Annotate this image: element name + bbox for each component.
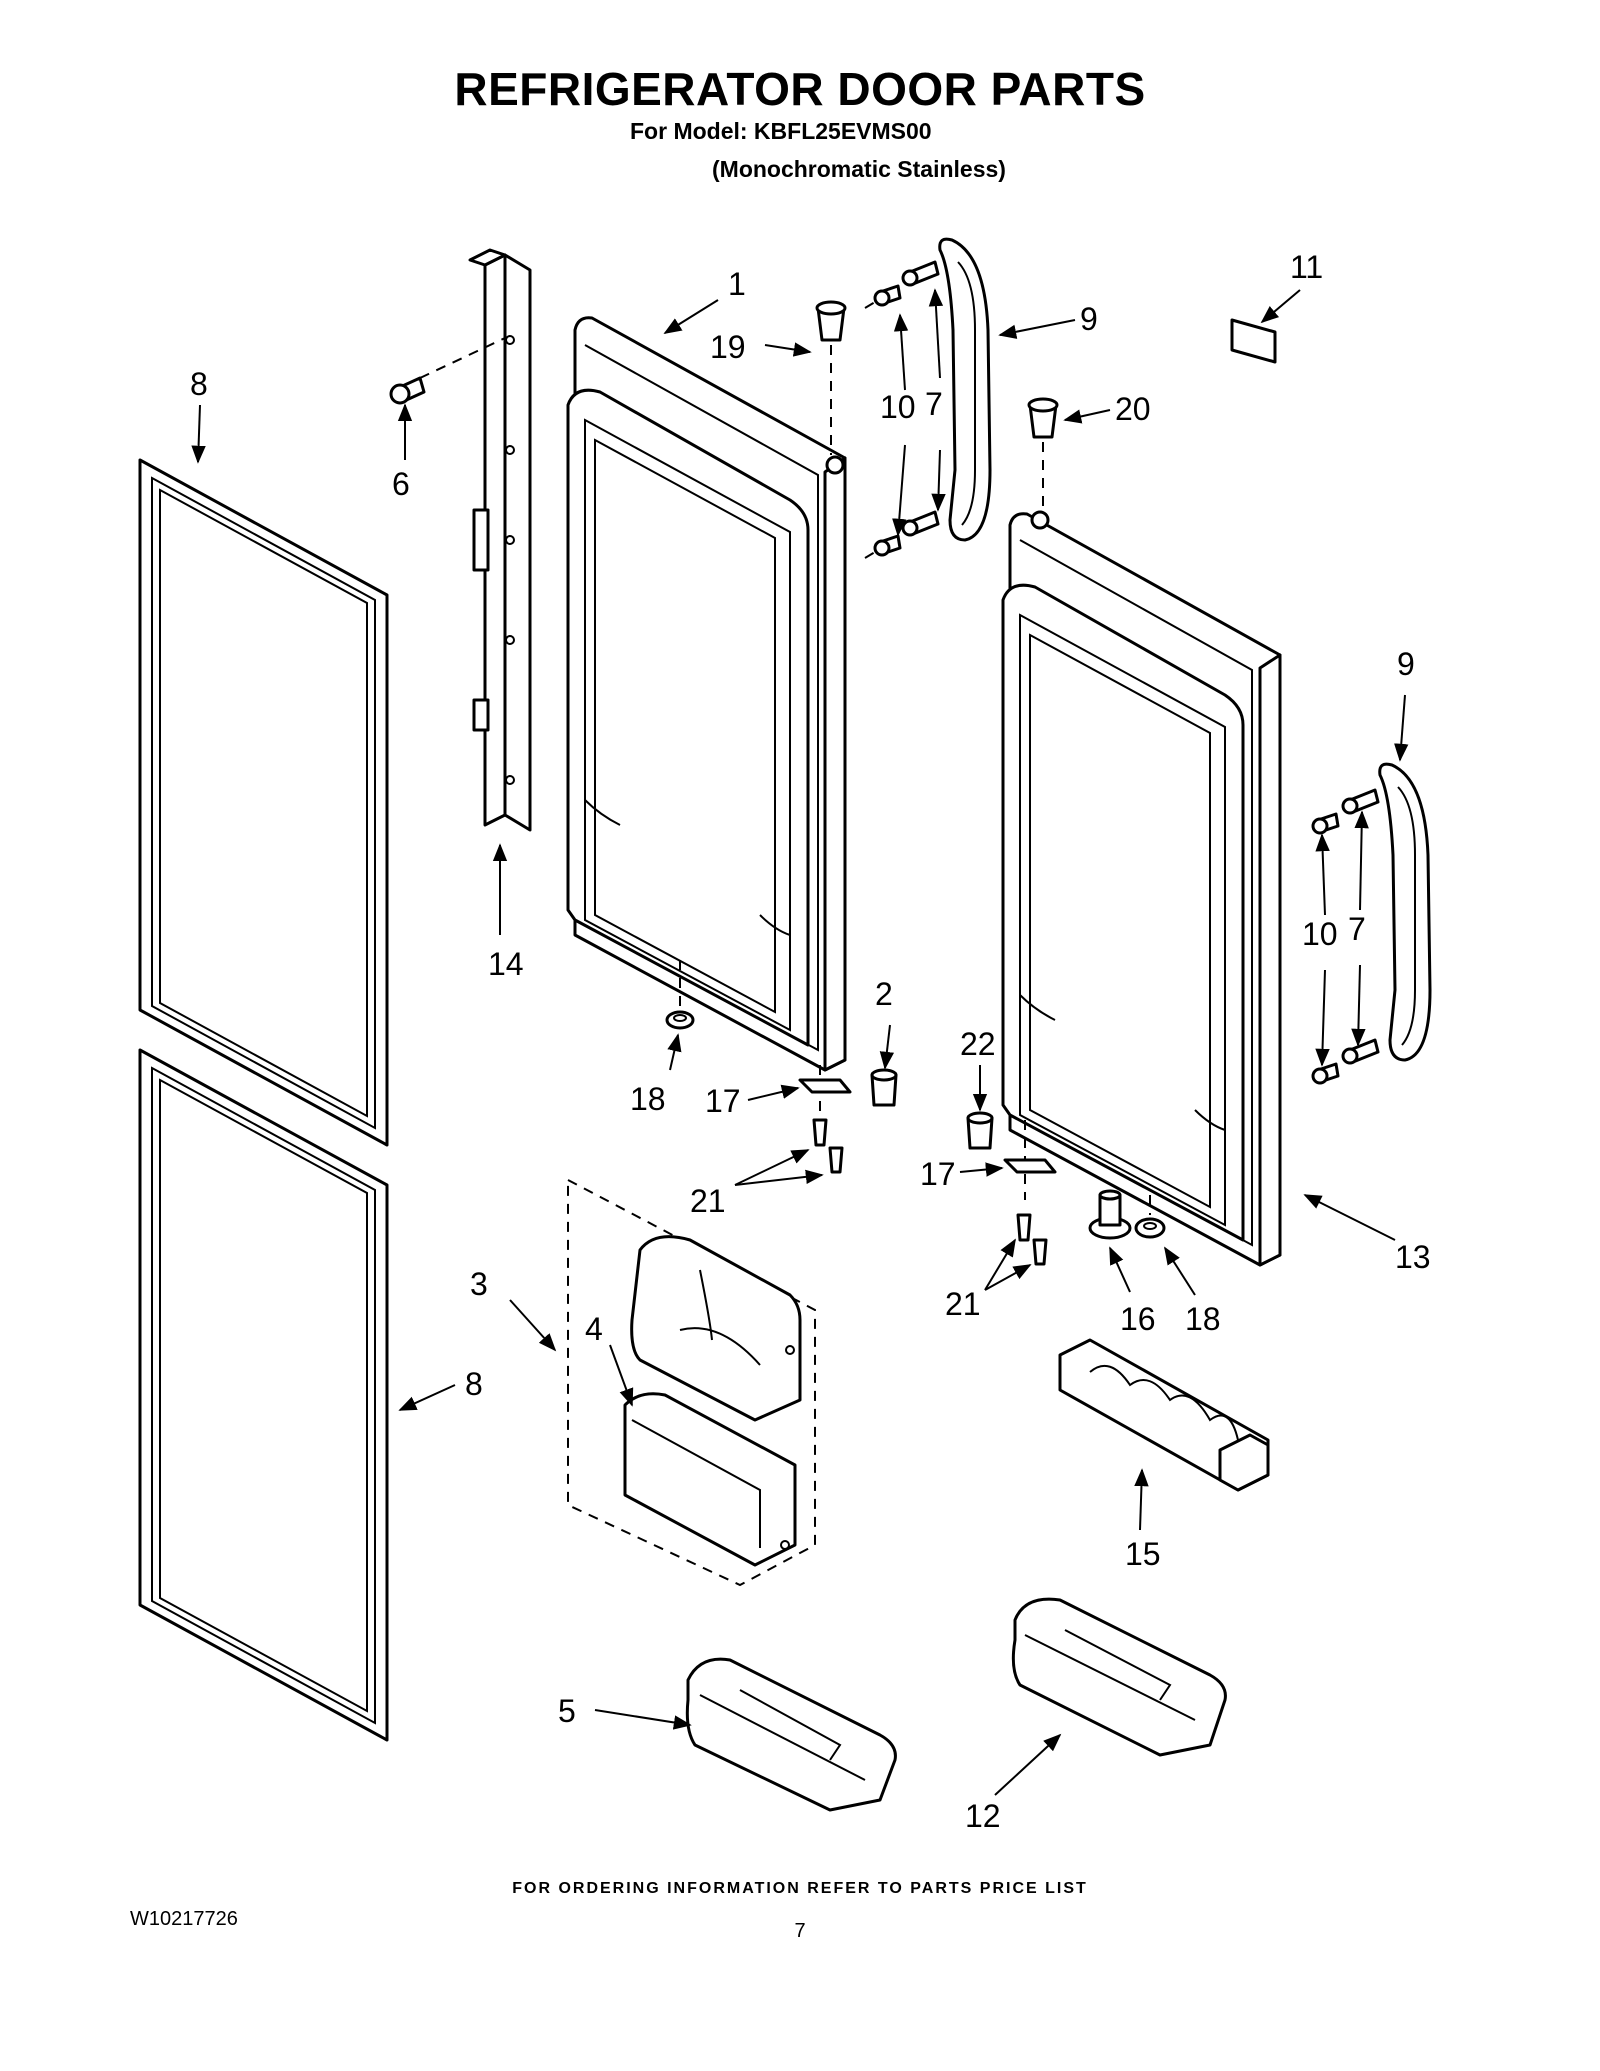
door-bin-5	[685, 1657, 897, 1812]
callout-8-lower: 8	[465, 1366, 483, 1402]
callout-9-upper: 9	[1080, 301, 1098, 337]
bushing-22	[966, 1111, 994, 1150]
callout-21-left: 21	[690, 1183, 726, 1219]
callout-11: 11	[1290, 249, 1323, 285]
leader-lines	[191, 288, 1409, 1796]
callout-labels: 1 2 3 4 5 6 7 7 8 8 9 9 10 10 11 12 13 1…	[190, 249, 1431, 1834]
door-handle-upper	[938, 237, 992, 542]
callout-13: 13	[1395, 1239, 1431, 1275]
callout-12: 12	[965, 1798, 1001, 1834]
finish-line: (Monochromatic Stainless)	[712, 156, 1006, 182]
page-title: REFRIGERATOR DOOR PARTS	[454, 63, 1146, 115]
door-gasket-lower	[138, 1048, 389, 1742]
callout-1: 1	[728, 266, 746, 302]
callout-3: 3	[470, 1266, 488, 1302]
callout-22: 22	[960, 1026, 996, 1062]
door-handle-lower	[1378, 762, 1432, 1062]
screws-21-left	[812, 1118, 844, 1174]
screws-21-right	[1016, 1213, 1048, 1266]
callout-18-left: 18	[630, 1081, 666, 1117]
screw-6	[389, 337, 506, 405]
ordering-note: FOR ORDERING INFORMATION REFER TO PARTS …	[512, 1880, 1088, 1897]
callout-7-lower: 7	[1348, 911, 1366, 947]
callout-2: 2	[875, 976, 893, 1012]
callout-4: 4	[585, 1311, 603, 1347]
hinge-bushing-19	[815, 300, 847, 455]
dispenser-cover	[630, 1235, 802, 1422]
handle-screws-upper	[864, 260, 940, 559]
callout-17-left: 17	[705, 1083, 741, 1119]
hinge-rail	[468, 248, 532, 832]
door-gasket-upper	[138, 458, 389, 1147]
callout-7-upper: 7	[925, 386, 943, 422]
hinge-pin-16	[1088, 1189, 1132, 1240]
callout-9-lower: 9	[1397, 646, 1415, 682]
callout-8-upper: 8	[190, 366, 208, 402]
model-line: For Model: KBFL25EVMS00	[630, 118, 932, 144]
callout-21-right: 21	[945, 1286, 981, 1322]
washer-18-right	[1134, 1195, 1166, 1239]
callout-10-lower: 10	[1302, 916, 1338, 952]
callout-6: 6	[392, 466, 410, 502]
dispenser-bin	[623, 1392, 797, 1567]
right-door	[1001, 510, 1282, 1267]
callout-19: 19	[710, 329, 746, 365]
bushing-2	[870, 1068, 898, 1107]
callout-15: 15	[1125, 1536, 1161, 1572]
callout-14: 14	[488, 946, 524, 982]
egg-tray	[1058, 1338, 1270, 1492]
left-door	[566, 316, 847, 1072]
callout-17-right: 17	[920, 1156, 956, 1192]
callout-18-right: 18	[1185, 1301, 1221, 1337]
washer-18-left	[665, 960, 695, 1030]
document-number: W10217726	[130, 1908, 238, 1930]
callout-20: 20	[1115, 391, 1151, 427]
door-bin-12	[1011, 1597, 1227, 1757]
callout-10-upper: 10	[880, 389, 916, 425]
hinge-bracket-17-right	[1003, 1120, 1057, 1200]
model-label	[1230, 318, 1277, 364]
page-number: 7	[794, 1920, 806, 1942]
hinge-bushing-20	[1027, 397, 1059, 510]
handle-screws-lower	[1311, 788, 1380, 1085]
callout-5: 5	[558, 1693, 576, 1729]
callout-16: 16	[1120, 1301, 1156, 1337]
